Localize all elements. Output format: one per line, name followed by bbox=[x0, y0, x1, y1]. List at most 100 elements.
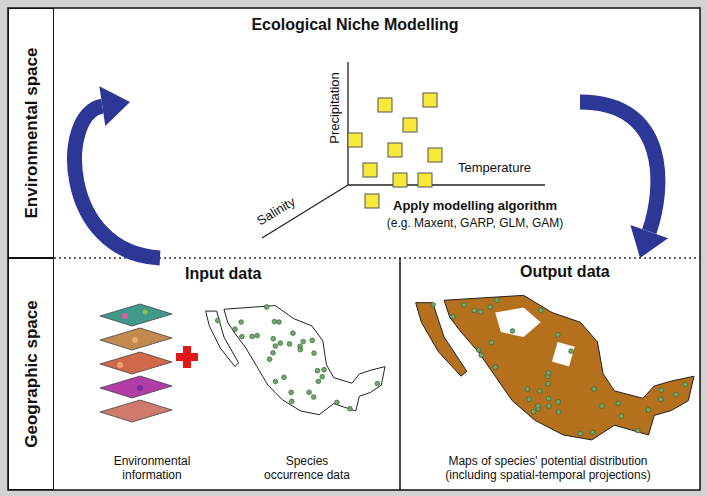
occurrence-dot bbox=[431, 302, 436, 307]
occurrence-dot bbox=[683, 382, 688, 387]
occurrence-dot bbox=[462, 302, 467, 307]
occurrence-dot bbox=[619, 414, 624, 419]
occurrence-dot bbox=[320, 374, 325, 379]
occurrence-dot bbox=[479, 353, 484, 358]
axis-label: Precipitation bbox=[327, 72, 342, 144]
occurrence-dot bbox=[537, 389, 542, 394]
occurrence-dot bbox=[592, 387, 597, 392]
occurrence-dot bbox=[546, 381, 551, 386]
occurrence-dot bbox=[525, 387, 530, 392]
output-map bbox=[416, 295, 694, 440]
occurrence-dot bbox=[282, 375, 287, 380]
occurrence-dot bbox=[273, 344, 278, 349]
caption: Maps of species' potential distribution … bbox=[428, 455, 668, 483]
occurrence-dot bbox=[493, 365, 498, 370]
occurrence-squares bbox=[348, 93, 442, 208]
heading: Input data bbox=[185, 265, 261, 283]
occurrence-dot bbox=[239, 320, 244, 325]
occurrence-dot bbox=[271, 350, 276, 355]
curved-arrow bbox=[75, 86, 160, 258]
heading: (e.g. Maxent, GARP, GLM, GAM) bbox=[355, 217, 595, 231]
occurrence-dot bbox=[311, 395, 316, 400]
occurrence-dot bbox=[478, 309, 483, 314]
caption: Species occurrence data bbox=[257, 455, 357, 483]
occurrence-dot bbox=[489, 340, 494, 345]
heading: Ecological Niche Modelling bbox=[130, 16, 580, 34]
band-label: Geographic space bbox=[22, 264, 41, 484]
occurrence-dot bbox=[287, 342, 292, 347]
occurrence-dot bbox=[322, 367, 327, 372]
plus-sign bbox=[176, 346, 198, 368]
occurrence-dot bbox=[278, 341, 283, 346]
occurrence-dot bbox=[495, 298, 500, 303]
occurrence-dot bbox=[289, 390, 294, 395]
occurrence-dot bbox=[546, 371, 551, 376]
occurrence-dot bbox=[616, 401, 621, 406]
arrow-shaft bbox=[75, 106, 160, 258]
caption: Environmental information bbox=[97, 455, 207, 483]
space-band: Geographic space bbox=[8, 258, 54, 490]
heading: Apply modelling algorithm bbox=[355, 199, 595, 214]
occurrence-dot bbox=[536, 403, 541, 408]
occurrence-dot bbox=[291, 331, 296, 336]
occurrence-dot bbox=[659, 388, 664, 393]
occurrence-dot bbox=[272, 319, 277, 324]
band-label: Environmental space bbox=[22, 14, 41, 252]
occurrence-dot bbox=[600, 404, 605, 409]
occurrence-dot bbox=[531, 409, 536, 414]
occurrence-dot bbox=[476, 348, 481, 353]
occurrence-dot bbox=[375, 381, 380, 386]
occurrence-dot bbox=[312, 351, 317, 356]
axis-label: Temperature bbox=[458, 160, 531, 175]
occurrence-dot bbox=[527, 397, 532, 402]
occurrence-dot bbox=[556, 399, 561, 404]
occurrence-dot bbox=[555, 332, 560, 337]
occurrence-dot bbox=[307, 390, 312, 395]
occurrence-dot bbox=[569, 349, 574, 354]
occurrence-dot bbox=[578, 431, 583, 436]
occurrence-dot bbox=[658, 397, 663, 402]
occurrence-dot bbox=[315, 368, 320, 373]
occurrence-dot bbox=[301, 339, 306, 344]
occurrence-dot bbox=[310, 338, 315, 343]
axis-label: Salinity bbox=[254, 194, 298, 228]
input-map bbox=[206, 305, 385, 415]
occurrence-dot bbox=[273, 379, 278, 384]
occurrence-dot bbox=[488, 305, 493, 310]
occurrence-dot bbox=[239, 334, 244, 339]
occurrence-dot bbox=[646, 407, 651, 412]
panel: Input dataEnvironmental information Speci… bbox=[54, 258, 400, 490]
occurrence-dot bbox=[635, 428, 640, 433]
occurrence-dot bbox=[510, 329, 515, 334]
occurrence-dot bbox=[546, 396, 551, 401]
layer-stack bbox=[100, 304, 172, 422]
occurrence-dot bbox=[472, 308, 477, 313]
arrow-head bbox=[630, 225, 668, 258]
panel: Output dataMaps of species' potential di… bbox=[400, 258, 700, 490]
panel: Ecological Niche ModellingApply modellin… bbox=[130, 12, 580, 247]
occurrence-dot bbox=[277, 320, 282, 325]
occurrence-dot bbox=[556, 410, 561, 415]
occurrence-dot bbox=[348, 406, 353, 411]
occurrence-dot bbox=[450, 314, 455, 319]
curved-arrow bbox=[580, 102, 668, 258]
occurrence-dot bbox=[215, 318, 220, 323]
occurrence-dot bbox=[233, 327, 238, 332]
occurrence-dot bbox=[289, 399, 294, 404]
occurrence-dot bbox=[267, 357, 272, 362]
arrow-shaft bbox=[580, 102, 658, 232]
occurrence-dot bbox=[298, 347, 303, 352]
occurrence-dot bbox=[335, 400, 340, 405]
divider bbox=[399, 258, 401, 490]
occurrence-dot bbox=[538, 308, 543, 313]
occurrence-dot bbox=[271, 336, 276, 341]
space-band: Environmental space bbox=[8, 8, 54, 258]
occurrence-dot bbox=[590, 430, 595, 435]
occurrence-dot bbox=[250, 334, 255, 339]
frame bbox=[8, 8, 700, 490]
occurrence-dot bbox=[316, 379, 321, 384]
arrow-head bbox=[99, 86, 130, 126]
occurrence-dot bbox=[674, 392, 679, 397]
